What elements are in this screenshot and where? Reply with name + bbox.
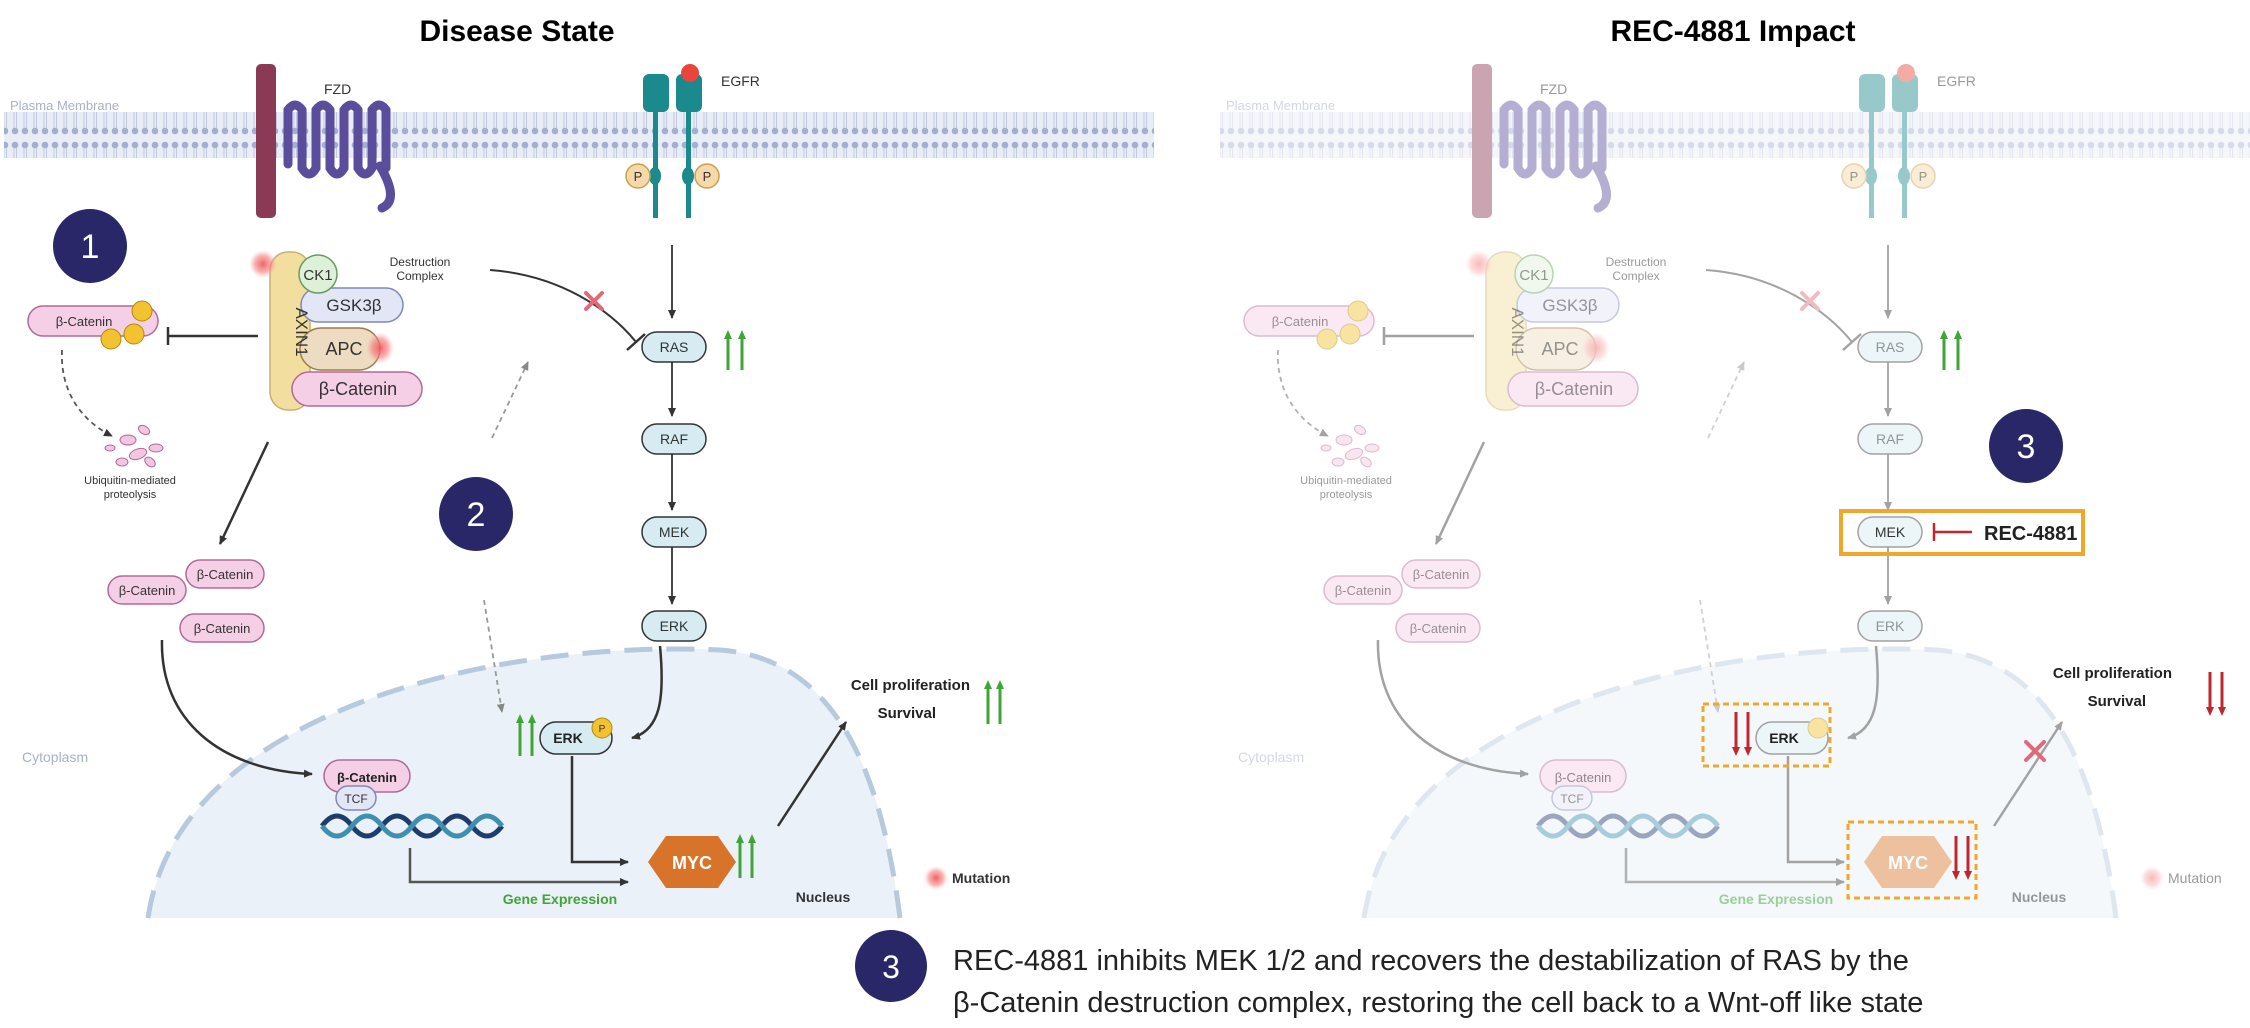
mutation-label: Mutation: [952, 870, 1010, 886]
free-bcat-1: β-Catenin: [197, 567, 254, 582]
free-bcat-2: β-Catenin: [119, 583, 176, 598]
right-title: REC-4881 Impact: [1610, 15, 1855, 48]
right-destruction-label-1: Destruction: [1606, 255, 1667, 269]
right-panel: 3 REC-4881 Impact Plasma Membrane FZD EG…: [1220, 15, 2250, 918]
step-3-badge: [1989, 409, 2063, 483]
axin1-label: AXIN1: [292, 307, 311, 356]
right-nucleus-label: Nucleus: [2012, 889, 2067, 905]
step-3-number: 3: [2017, 428, 2036, 466]
right-ubiquitin-label-2: proteolysis: [1320, 489, 1373, 501]
right-complex-bcat-label: β-Catenin: [1535, 379, 1613, 399]
step-1-badge: [53, 209, 127, 283]
ubiquitin-label-1: Ubiquitin-mediated: [84, 475, 176, 487]
right-myc-label: MYC: [1888, 853, 1928, 873]
right-gsk3b-label: GSK3β: [1542, 296, 1597, 315]
right-myc-down-arrows: [1952, 836, 1972, 880]
right-proliferation-down-arrows: [2206, 672, 2226, 716]
right-mek-label: MEK: [1875, 524, 1906, 540]
right-axin1-label: AXIN1: [1508, 307, 1527, 356]
myc-label: MYC: [672, 853, 712, 873]
phospho-left: P: [634, 169, 643, 184]
tcf-label: TCF: [344, 792, 367, 806]
drug-label: REC-4881: [1984, 523, 2077, 545]
caption: 3 REC-4881 inhibits MEK 1/2 and recovers…: [855, 930, 1923, 1019]
right-fzd-label: FZD: [1540, 81, 1567, 97]
right-ubiquitin-label-1: Ubiquitin-mediated: [1300, 475, 1392, 487]
right-apc-label: APC: [1541, 339, 1578, 359]
right-free-bcat-1: β-Catenin: [1413, 567, 1470, 582]
proliferation-label: Cell proliferation: [851, 677, 970, 694]
right-egfr-label: EGFR: [1937, 73, 1976, 89]
gene-expression-label: Gene Expression: [503, 891, 617, 907]
right-free-bcat-2: β-Catenin: [1335, 583, 1392, 598]
right-membrane-label: Plasma Membrane: [1226, 98, 1335, 113]
free-bcat-3: β-Catenin: [194, 621, 251, 636]
myc-highlight: [1846, 820, 1978, 900]
mek-drug-highlight: [1839, 509, 2085, 556]
ras-label: RAS: [660, 339, 689, 355]
cytoplasm-label: Cytoplasm: [22, 749, 88, 765]
complex-bcat-label: β-Catenin: [319, 379, 397, 399]
step-2-number: 2: [467, 496, 486, 534]
survival-label: Survival: [878, 705, 936, 722]
right-phospho-left: P: [1850, 169, 1859, 184]
destruction-label-2: Complex: [396, 269, 443, 283]
right-nuclear-bcat-label: β-Catenin: [1555, 770, 1612, 785]
right-proliferation-label: Cell proliferation: [2053, 665, 2172, 682]
erk-up-arrows: [516, 714, 536, 756]
raf-label: RAF: [660, 431, 688, 447]
apc-label: APC: [325, 339, 362, 359]
phospho-bcat-label: β-Catenin: [56, 314, 113, 329]
gsk3b-label: GSK3β: [326, 296, 381, 315]
caption-badge: [855, 930, 927, 1002]
right-tcf-label: TCF: [1560, 792, 1583, 806]
fzd-label: FZD: [324, 81, 351, 97]
nuclear-erk-label: ERK: [553, 730, 583, 746]
caption-number: 3: [882, 949, 900, 985]
myc-up-arrows: [736, 834, 756, 878]
left-title: Disease State: [419, 15, 614, 48]
destruction-label-1: Destruction: [390, 255, 451, 269]
right-ras-up-arrows: [1940, 330, 1962, 370]
nuclear-bcat-label: β-Catenin: [337, 770, 397, 785]
left-panel: 1 2 Disease State Plasma Membrane FZD EG…: [4, 15, 1154, 918]
right-survival-label: Survival: [2088, 693, 2146, 710]
membrane-label: Plasma Membrane: [10, 98, 119, 113]
right-raf-label: RAF: [1876, 431, 1904, 447]
proliferation-arrow: [776, 721, 848, 827]
right-erk-down-arrows: [1732, 712, 1752, 756]
step-2-badge: [439, 477, 513, 551]
caption-line-1: REC-4881 inhibits MEK 1/2 and recovers t…: [953, 945, 1909, 977]
proliferation-up-arrows: [984, 680, 1004, 724]
phospho-right: P: [703, 169, 712, 184]
right-cytoplasm-label: Cytoplasm: [1238, 749, 1304, 765]
right-mutation-label: Mutation: [2168, 870, 2222, 886]
ras-up-arrows: [724, 330, 746, 370]
right-erk-label: ERK: [1876, 618, 1905, 634]
right-phospho-bcat-label: β-Catenin: [1272, 314, 1329, 329]
caption-line-2: β-Catenin destruction complex, restoring…: [953, 987, 1923, 1019]
egfr-label: EGFR: [721, 73, 760, 89]
ubiquitin-label-2: proteolysis: [104, 489, 157, 501]
mek-label: MEK: [659, 524, 690, 540]
inhibition-cross-icon: [584, 291, 604, 311]
erk-label: ERK: [660, 618, 689, 634]
right-destruction-label-2: Complex: [1612, 269, 1659, 283]
nucleus-label: Nucleus: [796, 889, 851, 905]
right-nuclear-erk-label: ERK: [1769, 730, 1799, 746]
proliferation-cross-icon: [2024, 740, 2046, 762]
right-free-bcat-3: β-Catenin: [1410, 621, 1467, 636]
step-1-number: 1: [81, 228, 100, 266]
erk-phospho: P: [599, 724, 606, 735]
erk-highlight: [1701, 702, 1832, 768]
ck1-label: CK1: [303, 267, 332, 284]
right-phospho-right: P: [1919, 169, 1928, 184]
right-ras-label: RAS: [1876, 339, 1905, 355]
right-ck1-label: CK1: [1519, 267, 1548, 284]
right-gene-expression-label: Gene Expression: [1719, 891, 1833, 907]
